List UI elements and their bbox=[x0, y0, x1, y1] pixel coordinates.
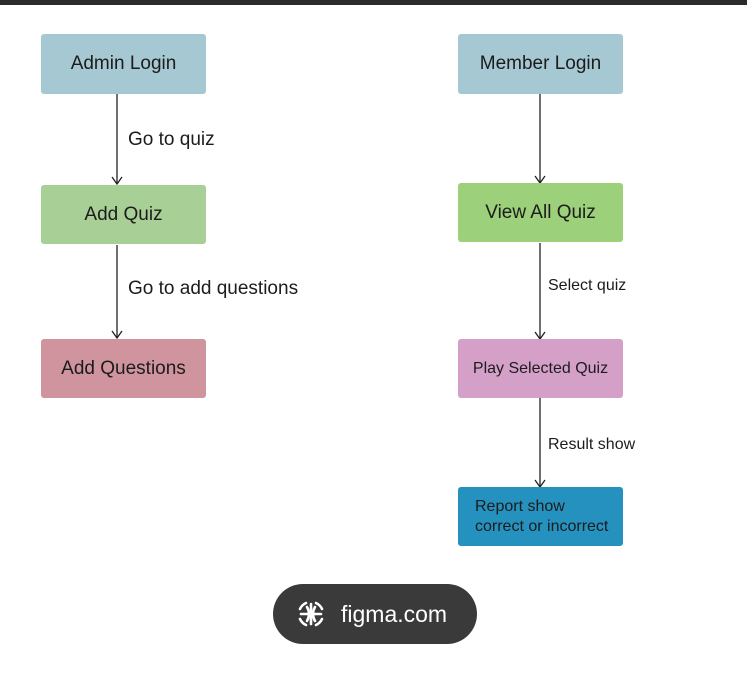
node-admin-login-label: Admin Login bbox=[70, 53, 177, 74]
node-view-all-quiz-label: View All Quiz bbox=[485, 201, 596, 223]
node-add-quiz: Add Quiz bbox=[41, 185, 206, 244]
node-play-selected-quiz: Play Selected Quiz bbox=[458, 339, 623, 398]
top-bar bbox=[0, 0, 747, 5]
node-add-questions-label: Add Questions bbox=[61, 357, 186, 379]
node-member-login: Member Login bbox=[458, 34, 623, 94]
arrowhead-addquiz bbox=[111, 176, 123, 186]
node-view-all-quiz: View All Quiz bbox=[458, 183, 623, 242]
figma-link-text: figma.com bbox=[341, 600, 448, 627]
node-add-quiz-label: Add Quiz bbox=[84, 203, 163, 225]
node-report-show: Report show correct or incorrect bbox=[458, 487, 623, 546]
figma-link-badge[interactable]: figma.com bbox=[273, 584, 477, 644]
node-play-selected-quiz-label: Play Selected Quiz bbox=[472, 359, 609, 377]
arrowhead-addquestions bbox=[111, 330, 123, 340]
node-member-login-label: Member Login bbox=[479, 53, 602, 74]
node-add-questions: Add Questions bbox=[41, 339, 206, 398]
globe-icon bbox=[298, 601, 324, 627]
node-admin-login: Admin Login bbox=[41, 34, 206, 94]
edge-label-go-to-quiz: Go to quiz bbox=[128, 129, 215, 150]
node-report-show-line1: Report show bbox=[475, 497, 565, 515]
node-report-show-line2: correct or incorrect bbox=[475, 517, 609, 535]
edge-label-result-show: Result show bbox=[548, 436, 636, 453]
edge-label-select-quiz: Select quiz bbox=[548, 277, 627, 294]
edge-label-go-to-add-questions: Go to add questions bbox=[128, 278, 299, 299]
